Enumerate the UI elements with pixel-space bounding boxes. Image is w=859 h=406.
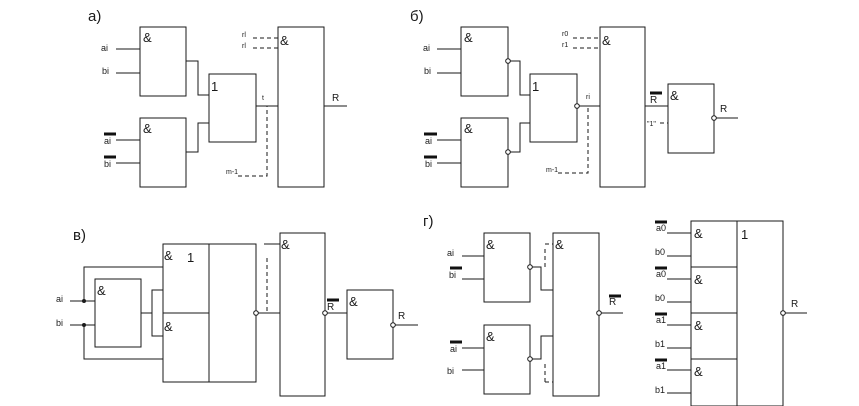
panel-a-dash-input-1: rl xyxy=(242,32,246,39)
panel-a-wires xyxy=(116,48,347,164)
panel-a-wire-t: t xyxy=(262,95,264,102)
panel-g-and-gate-big xyxy=(552,232,600,397)
panel-g-right-input-4: b0 xyxy=(655,293,665,303)
panel-v-or-block-symbol: 1 xyxy=(187,250,194,265)
panel-g-dashed-inputs xyxy=(544,243,553,383)
panel-g: г) & & & ai bi ai bi R 1 & xyxy=(423,213,807,406)
panel-b-wire-ri: ri xyxy=(586,94,590,101)
panel-b-label: б) xyxy=(410,8,424,25)
panel-g-wires xyxy=(462,255,623,371)
panel-a-or-gate xyxy=(208,73,257,143)
panel-b-input-ai-bar: ai xyxy=(425,136,432,146)
panel-a-input-ai: ai xyxy=(101,43,108,53)
panel-b-input-bi: bi xyxy=(424,66,431,76)
panel-b-dash-input-r1: r1 xyxy=(562,42,568,49)
panel-g-block-dividers xyxy=(691,221,738,406)
panel-g-right-input-8: b1 xyxy=(655,385,665,395)
panel-b-or-symbol: 1 xyxy=(532,79,539,94)
panel-v-junction-dots xyxy=(82,299,86,327)
panel-v-output-r: R xyxy=(398,311,405,322)
panel-a-and-gate-big xyxy=(277,26,325,188)
panel-b-one-input: "1" xyxy=(647,121,656,128)
panel-g-right-and-2: & xyxy=(694,272,703,287)
panel-b-and-bottom-symbol: & xyxy=(464,121,473,136)
panel-a-dash-input-2: rl xyxy=(242,43,246,50)
panel-g-input-bi-bar: bi xyxy=(449,270,456,280)
panel-b-and-top-symbol: & xyxy=(464,30,473,45)
panel-v-and-small-symbol: & xyxy=(349,294,358,309)
panel-v-and-big-symbol: & xyxy=(281,237,290,252)
panel-b-and-big-symbol: & xyxy=(602,33,611,48)
panel-v-and-block-top-symbol: & xyxy=(164,248,173,263)
panel-g-right-and-3: & xyxy=(694,318,703,333)
panel-b-inverter-bubbles xyxy=(505,58,717,155)
panel-v-and-inner-symbol: & xyxy=(97,283,106,298)
panel-g-right-inverter-bubble xyxy=(780,310,786,316)
panel-g-right-input-5: a1 xyxy=(656,315,666,325)
panel-a-input-bi-bar: bi xyxy=(104,159,111,169)
panel-a-or-symbol: 1 xyxy=(211,79,218,94)
panel-g-right-input-1: a0 xyxy=(656,223,666,233)
panel-g-or-block-symbol: 1 xyxy=(741,227,748,242)
panel-g-right-input-2: b0 xyxy=(655,247,665,257)
panel-b-dashed-inputs xyxy=(558,37,668,174)
panel-a-label: а) xyxy=(88,8,101,25)
panel-v-and-block-bottom-symbol: & xyxy=(164,319,173,334)
panel-a-dash-input-3: m-1 xyxy=(226,169,238,176)
panel-g-right-negation-bars xyxy=(655,220,667,362)
panel-b-and-gate-big xyxy=(599,26,646,188)
panel-g-output-r: R xyxy=(791,299,798,310)
panel-a-and-bottom-symbol: & xyxy=(143,121,152,136)
panel-b-wires xyxy=(437,48,738,164)
panel-v-and-gate-big xyxy=(279,232,326,397)
panel-v: в) & & 1 & & & xyxy=(56,227,418,397)
panel-g-and-bottom-symbol: & xyxy=(486,329,495,344)
panel-g-right-input-3: a0 xyxy=(656,269,666,279)
panel-a: а) & & 1 & ai bi ai bi t rl rl m-1 R xyxy=(88,8,347,188)
panel-v-input-bi: bi xyxy=(56,318,63,328)
panel-g-output-rbar: R xyxy=(609,297,616,308)
panel-g-negation-bars xyxy=(450,266,621,344)
panel-b-input-ai: ai xyxy=(423,43,430,53)
panel-g-input-ai: ai xyxy=(447,248,454,258)
panel-v-inverter-bubbles xyxy=(253,310,396,328)
panel-g-and-top-symbol: & xyxy=(486,237,495,252)
panel-b-input-bi-bar: bi xyxy=(425,159,432,169)
panel-v-block-dividers xyxy=(163,244,210,382)
panel-v-output-rbar: R xyxy=(327,302,334,313)
panel-g-input-bi: bi xyxy=(447,366,454,376)
panel-b-output-r: R xyxy=(720,104,727,115)
panel-a-output-r: R xyxy=(332,93,339,104)
panel-v-input-ai: ai xyxy=(56,294,63,304)
panel-g-input-ai-bar: ai xyxy=(450,344,457,354)
panel-g-and-big-symbol: & xyxy=(555,237,564,252)
panel-a-and-top-symbol: & xyxy=(143,30,152,45)
panel-v-wires xyxy=(70,243,418,360)
panel-a-input-bi: bi xyxy=(102,66,109,76)
panel-b-dash-input-r0: r0 xyxy=(562,31,568,38)
panel-g-inverter-bubbles xyxy=(527,264,602,362)
panel-a-input-ai-bar: ai xyxy=(104,136,111,146)
panel-b: б) & & 1 & & ai bi xyxy=(410,8,738,188)
panel-g-right-input-6: b1 xyxy=(655,339,665,349)
panel-g-label: г) xyxy=(423,213,433,230)
panel-a-negation-bars xyxy=(104,132,116,159)
panel-g-right-input-7: a1 xyxy=(656,361,666,371)
panel-a-dashed-inputs xyxy=(238,37,278,177)
panel-b-dash-input-m1: m-1 xyxy=(546,167,558,174)
panel-b-and-small-symbol: & xyxy=(670,88,679,103)
panel-g-right-and-4: & xyxy=(694,364,703,379)
panel-b-negation-bars xyxy=(424,91,662,159)
panel-g-right-wires xyxy=(667,232,807,394)
panel-b-output-rbar: R xyxy=(650,95,657,106)
panel-g-right-and-1: & xyxy=(694,226,703,241)
panel-a-and-big-symbol: & xyxy=(280,33,289,48)
panel-v-label: в) xyxy=(73,227,86,244)
